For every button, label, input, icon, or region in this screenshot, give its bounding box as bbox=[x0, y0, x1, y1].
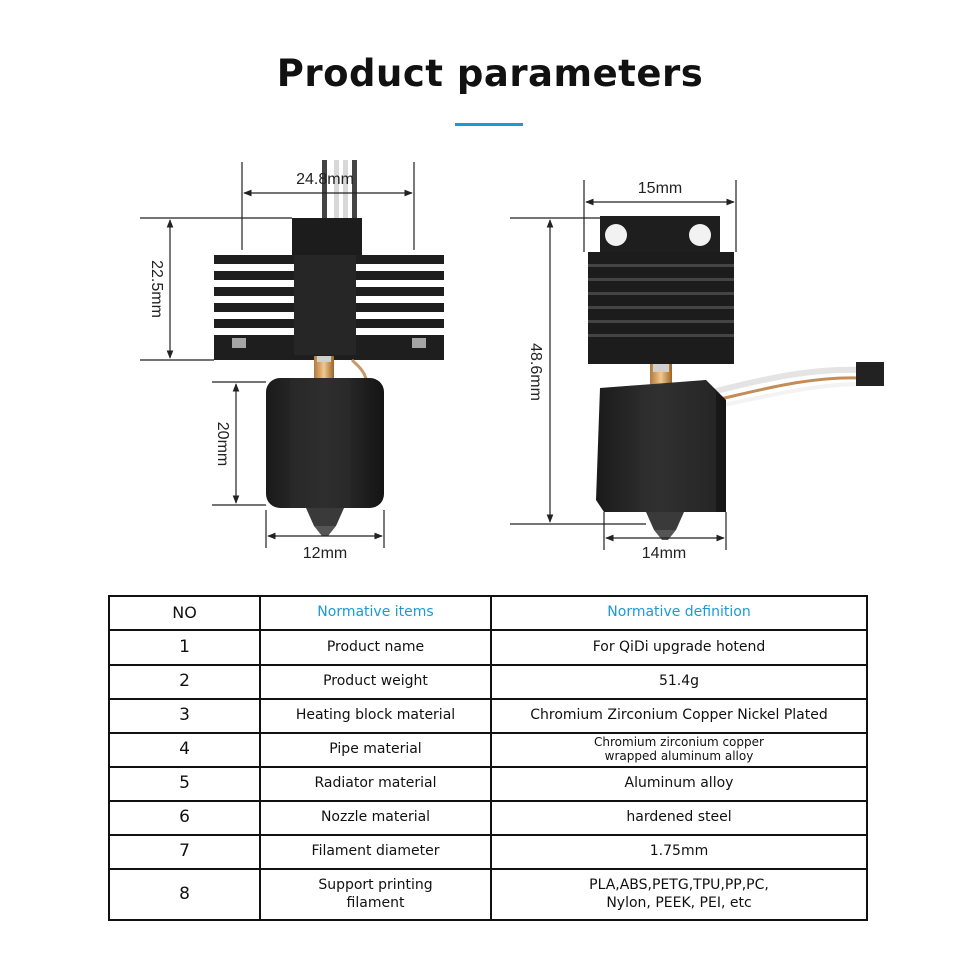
row-number: 2 bbox=[108, 664, 261, 700]
header-definition: Normative definition bbox=[490, 595, 868, 631]
row-definition: Chromium zirconium copper wrapped alumin… bbox=[490, 732, 868, 768]
row-definition: hardened steel bbox=[490, 800, 868, 836]
table-row: 8 Support printing filament PLA,ABS,PETG… bbox=[108, 868, 868, 921]
row-definition: PLA,ABS,PETG,TPU,PP,PC, Nylon, PEEK, PEI… bbox=[490, 868, 868, 921]
row-number: 6 bbox=[108, 800, 261, 836]
table-row: 5 Radiator material Aluminum alloy bbox=[108, 766, 868, 802]
table-header-row: NO Normative items Normative definition bbox=[108, 595, 868, 631]
row-definition: Aluminum alloy bbox=[490, 766, 868, 802]
row-number: 5 bbox=[108, 766, 261, 802]
table-row: 6 Nozzle material hardened steel bbox=[108, 800, 868, 836]
row-definition-line1: Chromium zirconium copper bbox=[594, 735, 764, 750]
table-row: 4 Pipe material Chromium zirconium coppe… bbox=[108, 732, 868, 768]
row-item: Product weight bbox=[259, 664, 492, 700]
row-definition-line1: PLA,ABS,PETG,TPU,PP,PC, bbox=[589, 877, 769, 893]
table-row: 3 Heating block material Chromium Zircon… bbox=[108, 698, 868, 734]
row-number: 3 bbox=[108, 698, 261, 734]
right-total-height-label: 48.6mm bbox=[527, 343, 544, 401]
left-hotend-image bbox=[214, 160, 444, 536]
row-number: 4 bbox=[108, 732, 261, 768]
right-hotend-image bbox=[588, 216, 884, 540]
row-number: 7 bbox=[108, 834, 261, 870]
row-item: Heating block material bbox=[259, 698, 492, 734]
row-item: Filament diameter bbox=[259, 834, 492, 870]
table-row: 1 Product name For QiDi upgrade hotend bbox=[108, 629, 868, 666]
header-no: NO bbox=[108, 595, 261, 631]
row-item: Pipe material bbox=[259, 732, 492, 768]
row-item-line1: Support printing bbox=[318, 877, 433, 893]
row-definition-line2: Nylon, PEEK, PEI, etc bbox=[606, 894, 752, 911]
row-item: Nozzle material bbox=[259, 800, 492, 836]
row-item: Radiator material bbox=[259, 766, 492, 802]
row-item: Support printing filament bbox=[259, 868, 492, 921]
left-dimensions: 24.8mm 22.5mm 20mm 12mm bbox=[140, 162, 415, 562]
row-number: 8 bbox=[108, 868, 261, 921]
row-definition: Chromium Zirconium Copper Nickel Plated bbox=[490, 698, 868, 734]
row-definition: 1.75mm bbox=[490, 834, 868, 870]
row-definition: 51.4g bbox=[490, 664, 868, 700]
row-item: Product name bbox=[259, 629, 492, 666]
right-width-label: 15mm bbox=[638, 180, 682, 197]
right-dimensions: 15mm 48.6mm 14mm bbox=[510, 180, 737, 562]
row-number: 1 bbox=[108, 629, 261, 666]
left-block-height-label: 20mm bbox=[214, 422, 231, 466]
left-width-label: 24.8mm bbox=[296, 171, 354, 188]
row-definition: For QiDi upgrade hotend bbox=[490, 629, 868, 666]
left-block-width-label: 12mm bbox=[303, 545, 347, 562]
table-row: 7 Filament diameter 1.75mm bbox=[108, 834, 868, 870]
parameters-table: NO Normative items Normative definition … bbox=[108, 595, 868, 921]
row-definition-line2: wrapped aluminum alloy bbox=[604, 749, 754, 763]
header-items: Normative items bbox=[259, 595, 492, 631]
page-title: Product parameters bbox=[276, 52, 704, 95]
left-height-label: 22.5mm bbox=[148, 260, 165, 318]
right-block-width-label: 14mm bbox=[642, 545, 686, 562]
row-item-line2: filament bbox=[346, 894, 405, 911]
table-row: 2 Product weight 51.4g bbox=[108, 664, 868, 700]
dimension-diagram: 24.8mm 22.5mm 20mm 12mm bbox=[140, 160, 884, 562]
title-accent-line bbox=[455, 123, 523, 126]
